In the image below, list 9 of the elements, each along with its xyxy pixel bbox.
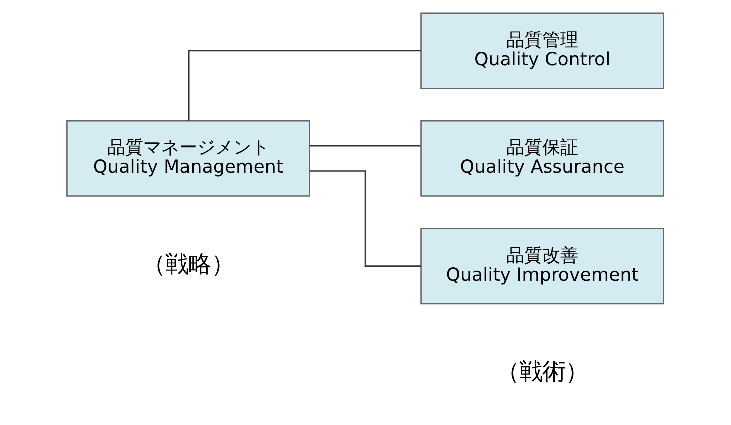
node-box: 品質保証 Quality Assurance xyxy=(420,120,664,197)
connector xyxy=(188,50,421,122)
node-box: 品質管理 Quality Control xyxy=(420,12,664,90)
node-box: 品質マネージメント Quality Management xyxy=(66,120,310,197)
connector xyxy=(310,170,422,267)
label: （戦術） xyxy=(496,358,589,386)
connector xyxy=(310,145,421,147)
label: （戦略） xyxy=(142,250,234,278)
node-box: 品質改善 Quality Improvement xyxy=(420,228,664,305)
